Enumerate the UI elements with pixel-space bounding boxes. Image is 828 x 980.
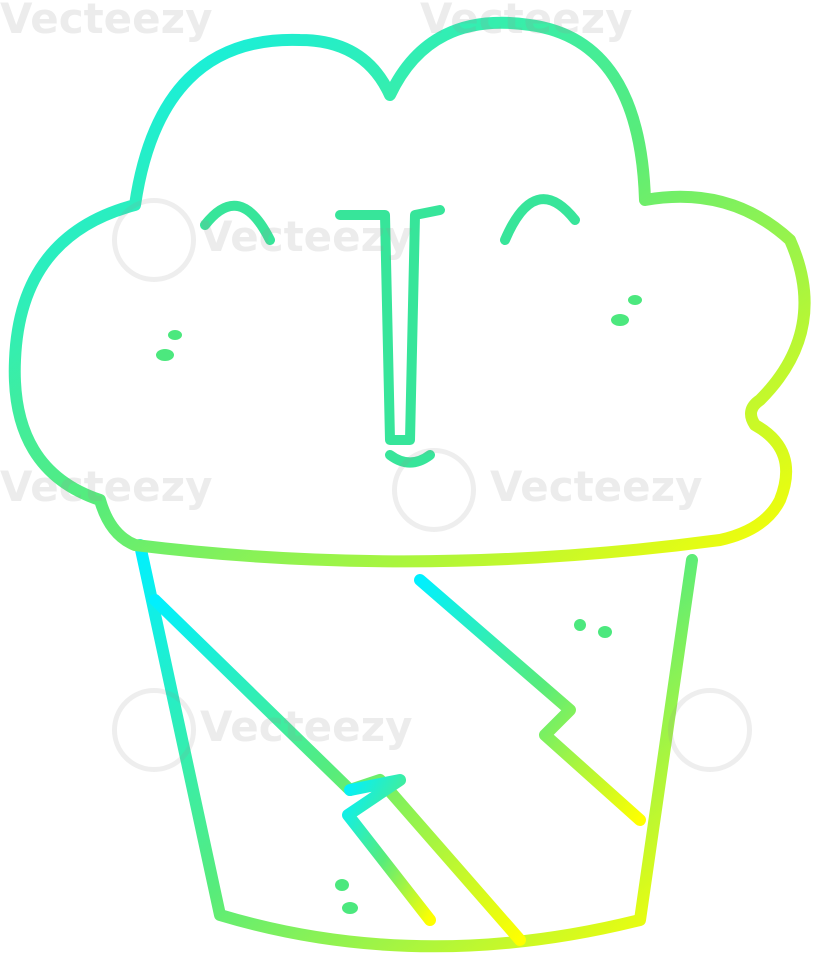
left-eye: [200, 200, 275, 245]
nose-mouth: [335, 205, 445, 445]
frosting-outline: [8, 16, 811, 568]
cheek-dots: [156, 295, 642, 914]
cup-stripe-band-2: [414, 574, 646, 826]
cup-outline: [134, 539, 698, 953]
right-eye: [500, 194, 580, 245]
smile: [385, 450, 435, 468]
cup-stripe-zig: [342, 774, 436, 926]
